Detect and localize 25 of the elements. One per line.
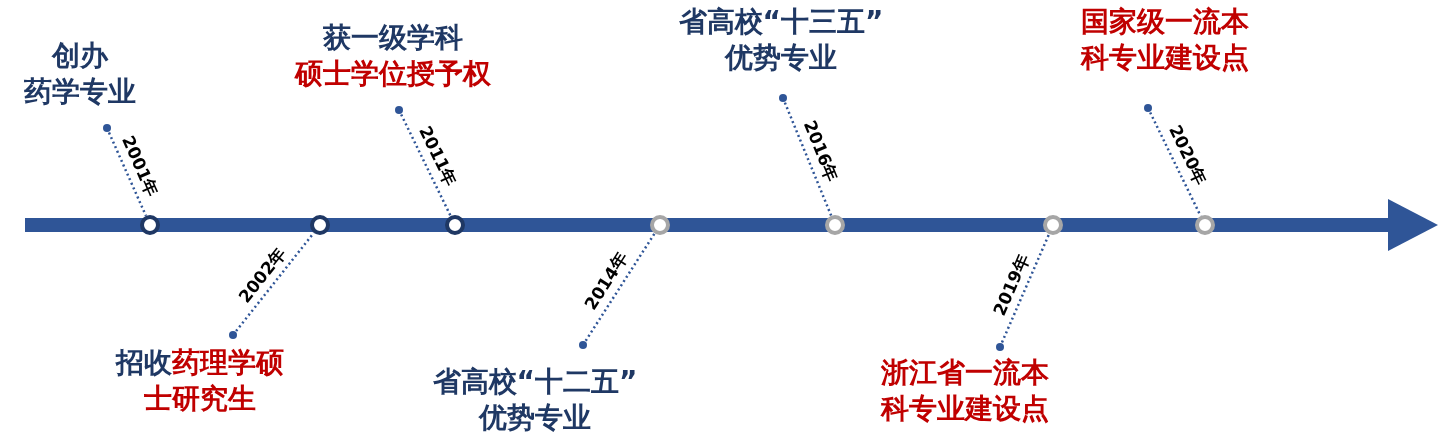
- milestone-text: 获一级学科: [322, 20, 464, 56]
- leader-line: [996, 233, 1051, 351]
- milestone-text: 国家级一流本科专业建设点: [1079, 4, 1250, 76]
- milestone-text: 省高校“十三五”: [677, 4, 885, 40]
- milestone-text: 创办: [50, 38, 110, 74]
- timeline-marker: [1195, 215, 1215, 235]
- milestone-text: 优势专业: [477, 400, 592, 436]
- milestone-text: 药学专业: [23, 74, 137, 110]
- timeline-marker: [445, 215, 465, 235]
- milestone-text: 招收药理学硕士研究生: [114, 345, 285, 417]
- timeline-marker: [1043, 215, 1063, 235]
- timeline-marker: [650, 215, 670, 235]
- milestone-text: 优势专业: [723, 40, 838, 76]
- timeline-marker: [310, 215, 330, 235]
- milestone-text: 浙江省一流本科专业建设点: [879, 355, 1050, 427]
- leader-line: [395, 106, 452, 217]
- leader-line: [103, 124, 148, 217]
- timeline-marker: [140, 215, 160, 235]
- leader-line: [579, 232, 656, 349]
- leader-line: [229, 232, 315, 339]
- leader-line: [779, 94, 833, 217]
- timeline-marker: [825, 215, 845, 235]
- milestone-text: 硕士学位授予权: [293, 56, 492, 92]
- milestone-text: 省高校“十二五”: [431, 364, 639, 400]
- leader-line: [1144, 104, 1202, 217]
